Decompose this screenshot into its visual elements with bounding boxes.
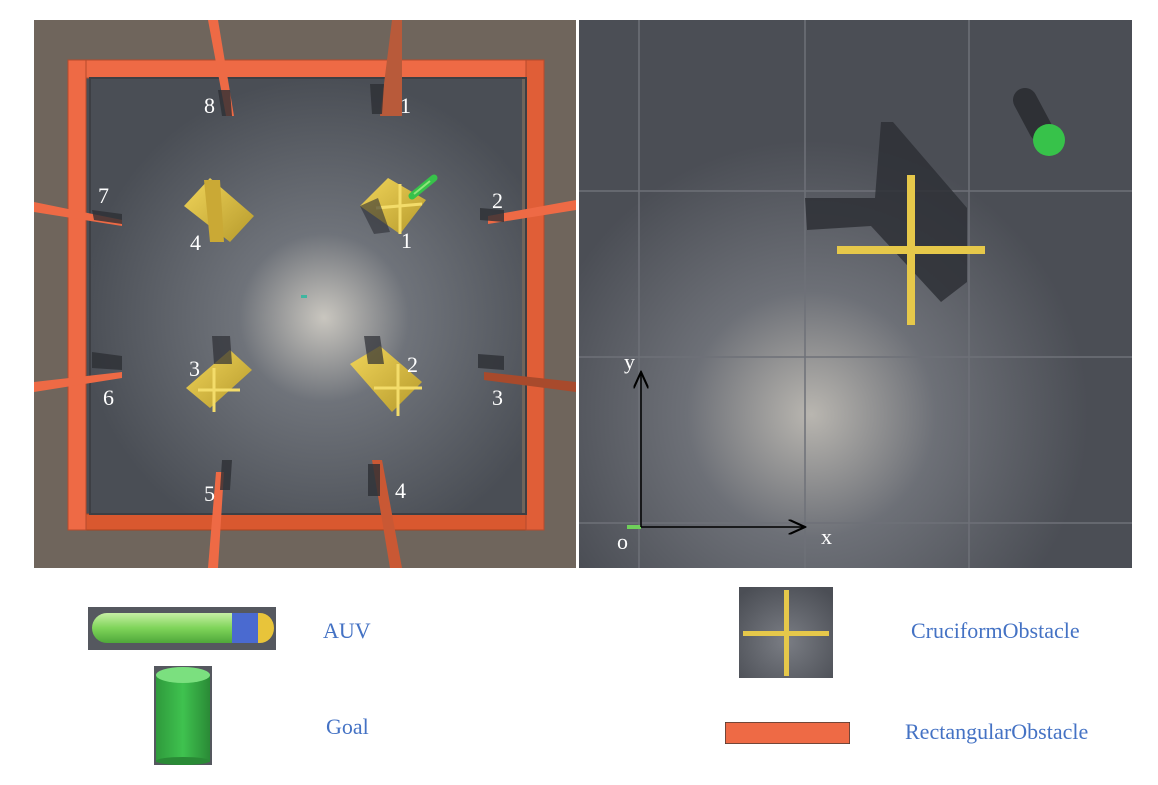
cross-label-1: 1 [401, 228, 412, 253]
cruciform-obstacle-1 [360, 178, 426, 234]
floor [579, 20, 1132, 568]
scene-axes-canvas: x y o [579, 20, 1132, 568]
rect-obstacle-6 [34, 372, 122, 392]
auv-legend-icon [88, 607, 276, 650]
cross-label-2: 2 [407, 352, 418, 377]
cross-label-4: 4 [190, 230, 201, 255]
start-point [301, 295, 307, 298]
scene-top-view-canvas: 1 2 3 4 5 6 7 8 1 2 3 4 [34, 20, 576, 568]
outer-walls [67, 59, 545, 531]
cruciform-obstacle-4 [184, 178, 254, 242]
goal-legend-label: Goal [326, 714, 369, 739]
rect-label-6: 6 [103, 385, 114, 410]
rect-obstacle-1 [380, 20, 402, 116]
cross-shadow [805, 122, 967, 302]
rectangular-legend-label: RectangularObstacle [905, 719, 1089, 744]
scene-top-view: 1 2 3 4 5 6 7 8 1 2 3 4 [34, 20, 576, 568]
cruciform-obstacle [837, 175, 985, 325]
rect-label-4: 4 [395, 478, 406, 503]
rect-obstacle-5 [208, 472, 224, 568]
scene-axes-view: x y o [579, 20, 1132, 568]
auv-marker [627, 525, 641, 529]
rect-label-8: 8 [204, 93, 215, 118]
rect-label-7: 7 [98, 183, 109, 208]
rect-label-1: 1 [400, 93, 411, 118]
y-axis-label: y [624, 349, 635, 374]
x-axis-label: x [821, 524, 832, 549]
goal-marker [1033, 124, 1065, 156]
rect-label-2: 2 [492, 188, 503, 213]
cruciform-obstacle-3 [186, 336, 252, 412]
goal-shadow [1013, 88, 1053, 142]
auv-marker [408, 174, 438, 200]
auv-legend-label: AUV [323, 618, 371, 643]
rectangular-legend-icon [725, 722, 850, 744]
goal-legend-icon [154, 666, 212, 765]
rect-obstacle-3 [484, 372, 576, 392]
fin-shadows [92, 84, 504, 496]
floor-grid [579, 20, 1132, 568]
rect-obstacle-2 [488, 200, 576, 224]
cruciform-obstacle-2 [350, 336, 422, 416]
origin-label: o [617, 529, 628, 554]
cruciform-legend-icon [739, 587, 833, 678]
cross-label-3: 3 [189, 356, 200, 381]
cruciform-legend-label: CruciformObstacle [911, 618, 1080, 643]
rect-label-3: 3 [492, 385, 503, 410]
rect-label-5: 5 [204, 481, 215, 506]
